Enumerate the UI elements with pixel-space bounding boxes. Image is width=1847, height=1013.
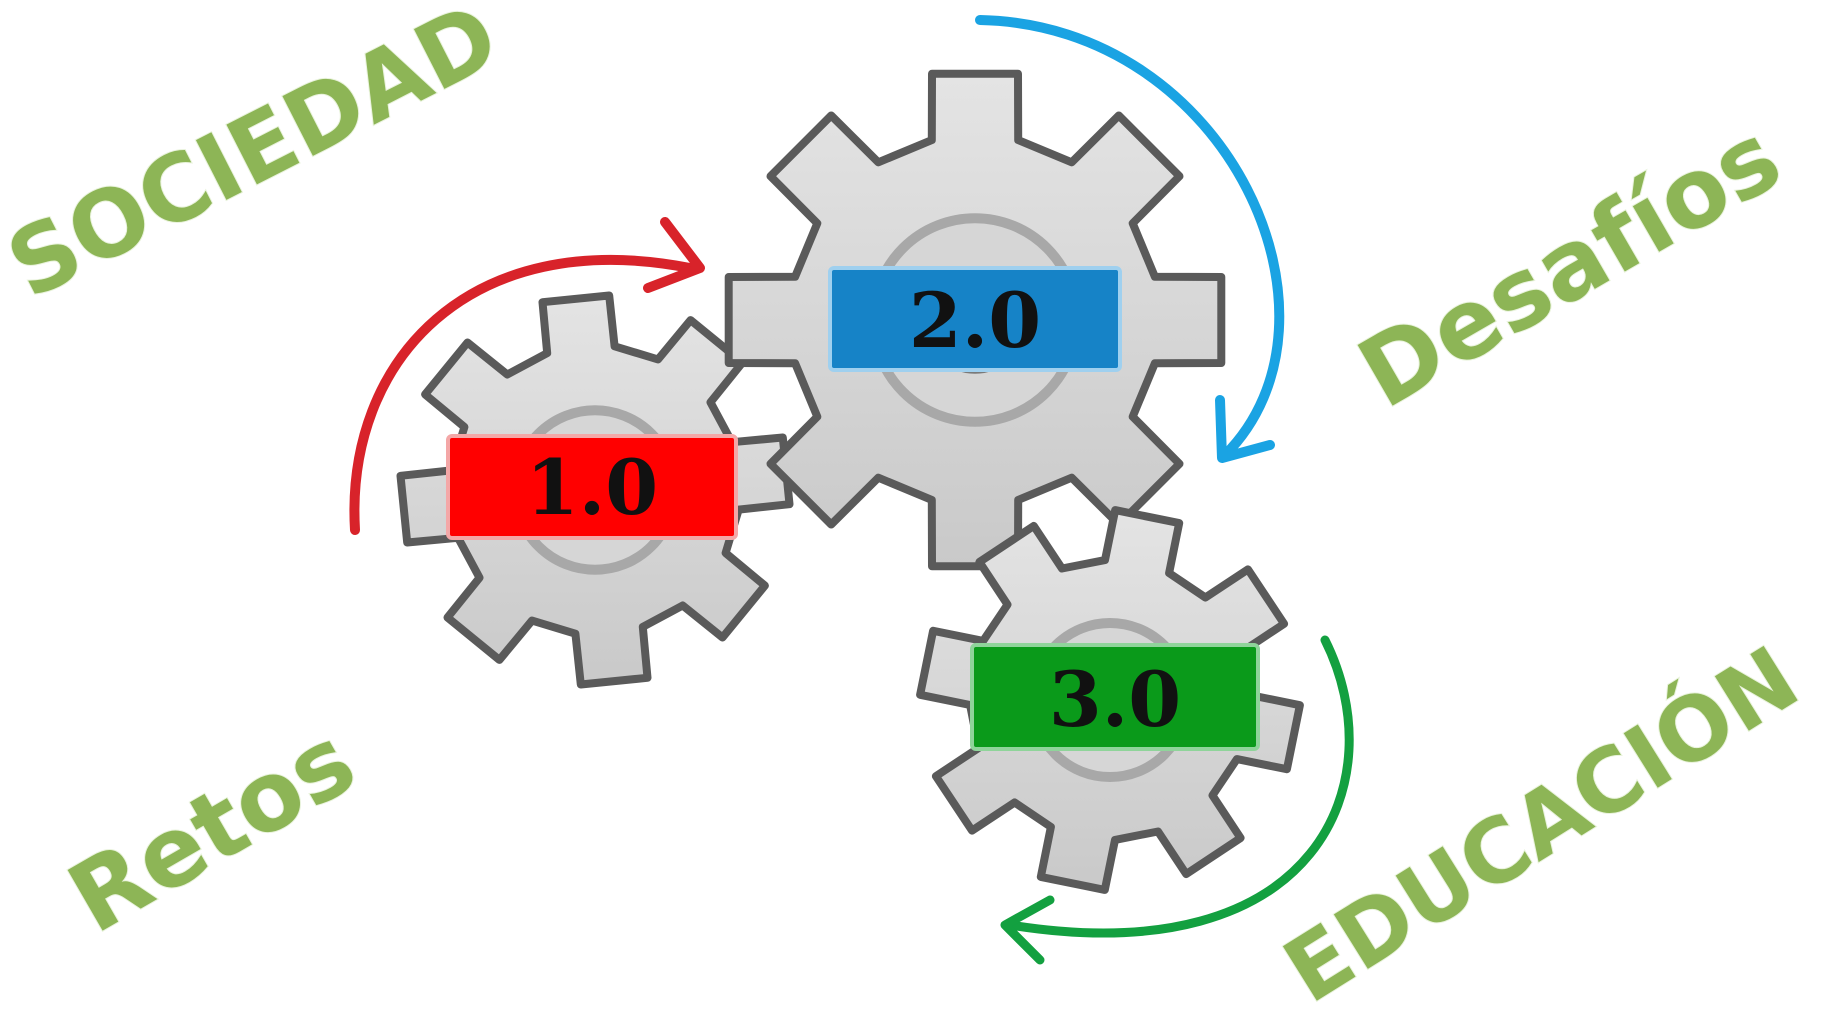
badge-2: 2.0 — [828, 266, 1122, 372]
badge-1-label: 1.0 — [526, 443, 658, 532]
badge-3-label: 3.0 — [1049, 655, 1181, 744]
word-desafios: Desafíos — [1341, 101, 1799, 430]
badge-1: 1.0 — [446, 434, 738, 540]
word-educacion: EDUCACIÓN — [1267, 626, 1816, 1013]
word-retos: Retos — [51, 704, 374, 955]
blue-cycle-arrow — [975, 15, 1285, 463]
badge-2-label: 2.0 — [909, 276, 1041, 365]
red-cycle-arrow — [349, 217, 705, 535]
badge-3: 3.0 — [970, 643, 1260, 751]
green-cycle-arrow — [1000, 635, 1354, 965]
word-sociedad: SOCIEDAD — [0, 0, 515, 320]
